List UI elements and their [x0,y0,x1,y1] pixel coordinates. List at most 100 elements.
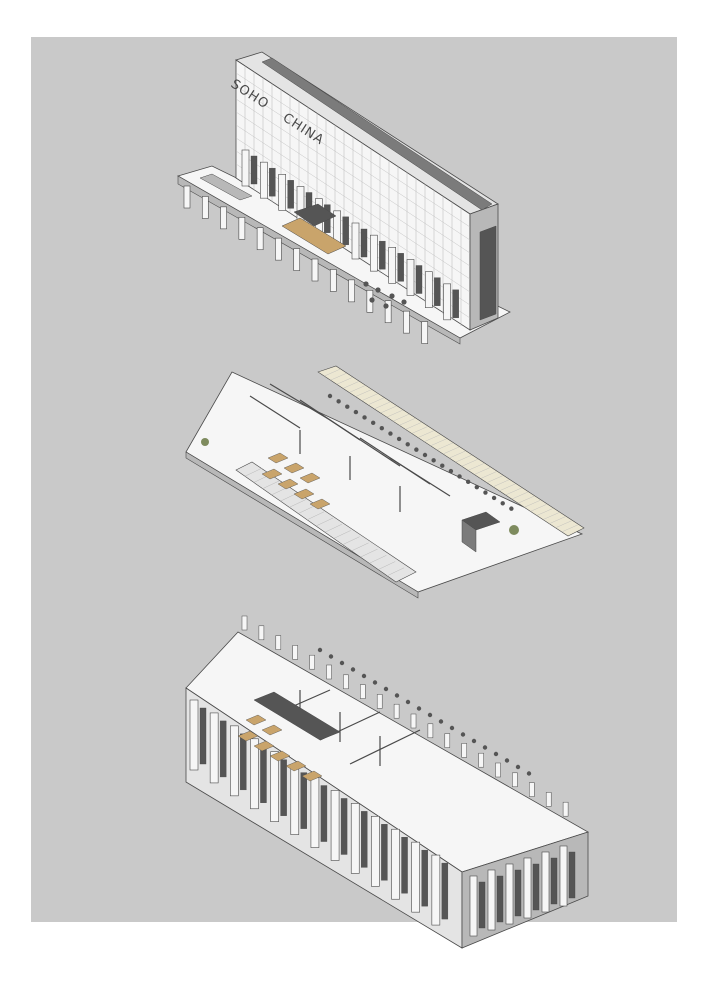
front-fin [250,738,259,810]
task-chair [465,479,471,485]
front-column [329,269,337,292]
bottom-front-fins [189,699,449,926]
mid-timber-desks [261,452,331,510]
task-chair [440,463,445,468]
front-window [441,862,449,920]
facade-fin [278,174,286,211]
task-chair [460,732,466,737]
mid-plant [509,525,519,535]
facade-fin [406,259,415,296]
partition-wall [329,419,401,467]
task-chair [414,447,419,452]
timber-desk [269,750,291,762]
side-fin [559,845,568,907]
facade-fin [443,283,451,321]
facade-transom [235,137,471,293]
task-chair [438,719,444,724]
ramp-step [360,548,378,558]
terrace-plank [517,496,535,504]
front-window [340,798,348,855]
task-chair [526,771,532,776]
terrace-plank [330,373,347,381]
terrace-plank [530,504,547,512]
front-window [199,707,207,765]
room-wall [349,729,421,765]
side-fin [523,857,532,919]
facade-window [434,277,441,306]
ramp-step [307,511,325,521]
front-fin [310,777,320,848]
facade-fin [351,222,360,260]
terrace-plank [492,479,510,487]
facade-transom [235,98,471,254]
side-window [550,857,558,905]
front-column [220,206,227,230]
terrace-plank [417,430,435,438]
task-chair [493,751,499,757]
timber-desk [253,740,275,752]
middle-level-cutaway [185,365,585,599]
front-window [240,733,247,791]
facade-window [269,167,276,197]
ramp-step [324,523,342,533]
front-column [311,258,319,282]
facade-window [287,180,294,209]
parapet-fin [461,743,467,758]
timber-desk [267,452,289,464]
task-chair [422,452,428,458]
timber-desk [283,462,305,474]
task-chair [396,436,402,442]
ramp-step [289,499,307,508]
task-chair [383,686,389,692]
facade-window [415,265,423,294]
side-fin [505,863,514,925]
ramp-step [298,505,316,514]
front-fin [270,751,279,822]
task-chair [483,490,488,495]
lounge-chair [363,281,369,287]
front-column [348,279,355,303]
front-column [293,248,301,271]
parapet-fin [427,723,434,739]
front-fin [330,790,340,861]
lounge-chair [375,287,381,293]
lounge-chair [401,299,407,305]
terrace-plank [511,491,528,500]
top-dark-pod [293,203,337,227]
parapet-fin [410,713,417,729]
task-chair [500,501,505,506]
mid-partitions [249,383,451,512]
parapet-fin [444,733,451,748]
parapet-fin [326,664,332,680]
timber-desk [301,770,323,782]
timber-desk [293,488,315,500]
facade-transom [235,72,471,228]
parapet-fin [545,792,552,807]
bottom-dark-counter [253,691,341,741]
partition-wall [249,395,301,429]
front-fin [431,854,441,926]
task-chair [509,506,514,511]
front-fin [189,699,199,771]
terrace-plank [505,487,522,496]
terrace-plank [480,471,497,479]
terrace-plank [411,426,428,434]
task-chair [388,431,393,436]
terrace-plank [436,442,453,451]
terrace-plank [449,450,466,459]
mid-task-chairs [327,393,514,511]
mid-plant-2 [201,438,209,446]
timber-desk [237,730,259,742]
terrace-plank [455,455,472,463]
timber-desk [299,472,321,484]
front-window [300,772,307,829]
terrace-plank [486,475,503,483]
task-chair [327,393,333,399]
front-column [201,196,209,219]
front-fin [391,828,400,900]
facade-window [250,155,258,185]
facade-window [452,289,459,319]
task-chair [471,738,477,744]
ramp-step [378,561,396,570]
parapet-fin [292,645,298,660]
